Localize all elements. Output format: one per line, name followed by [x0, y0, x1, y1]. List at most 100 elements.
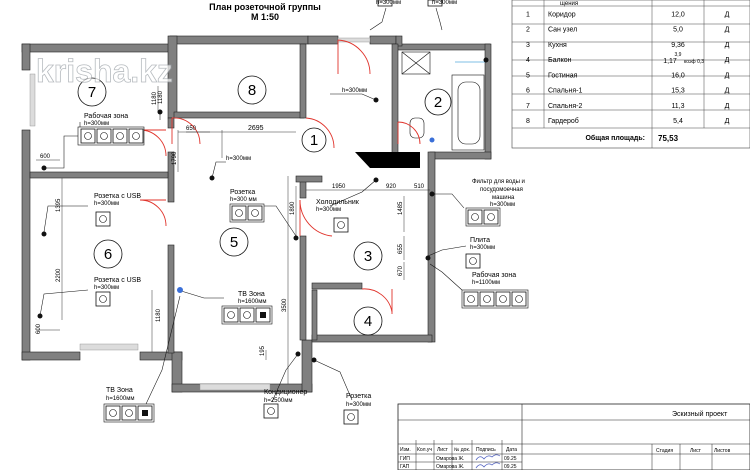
socket-group-workzone-7 — [77, 126, 145, 146]
socket-group-fridge — [333, 217, 349, 233]
table-row-area: 1,17 — [663, 58, 677, 65]
signature-2 — [475, 462, 501, 469]
wall-outlet-markers — [37, 57, 489, 363]
table-total-label: Общая площадь: — [585, 134, 645, 142]
dimension-lines — [36, 86, 430, 384]
dim-1485: 1485 — [398, 201, 404, 215]
dim-1395: 1395 — [56, 198, 62, 212]
table-row-name: Гостиная — [548, 72, 578, 79]
table-row-type: Д — [725, 11, 730, 18]
label-tv-5: ТВ Зона — [238, 291, 265, 298]
socket-group-plate — [465, 253, 481, 269]
dim-510: 510 — [414, 184, 425, 190]
project-name: Эскизный проект — [672, 410, 728, 418]
label-ac: Кондиционер — [264, 389, 307, 396]
windows — [29, 37, 371, 391]
dim-920: 920 — [386, 184, 397, 190]
socket-group-ac — [263, 403, 279, 419]
table-row-num: 6 — [526, 88, 530, 95]
dim-3500: 3500 — [282, 298, 288, 312]
table-row-area: 16,0 — [671, 72, 685, 79]
room-number-1: 1 — [310, 132, 318, 149]
room-number-2: 2 — [434, 94, 442, 111]
label-plate-h: h=300мм — [470, 245, 495, 251]
socket-group-tv-5 — [221, 305, 273, 325]
col-koluch: Кол.уч — [417, 447, 432, 453]
label-socket-5-h: h=300 мм — [230, 197, 257, 203]
row-gip-date: 09.25 — [504, 456, 517, 462]
socket-group-workzone-3 — [461, 289, 529, 309]
dim-1950: 1950 — [332, 184, 346, 190]
label-fridge: Холодильник — [316, 199, 360, 206]
label-socket-bottom-h: h=300мм — [346, 402, 371, 408]
table-row-num: 1 — [526, 11, 530, 18]
room-number-5: 5 — [230, 234, 238, 251]
label-tv-6: ТВ Зона — [106, 387, 133, 394]
col-izm: Изм. — [400, 447, 411, 453]
col-data: Дата — [506, 447, 517, 453]
room-number-3: 3 — [364, 248, 372, 265]
col-list: Лист — [437, 447, 449, 453]
room-numbers: 7 8 1 2 6 5 3 4 — [77, 75, 452, 336]
plan-title: План розеточной группы — [209, 2, 321, 12]
table-row-num: 3 — [526, 42, 530, 49]
table-row-type: Д — [725, 118, 730, 125]
watermark-logo: krisha.kz — [36, 53, 173, 89]
table-row-name: Гардероб — [548, 117, 579, 125]
label-usb-1: Розетка с USB — [94, 193, 141, 200]
room-number-8: 8 — [248, 82, 256, 99]
walls — [21, 35, 492, 393]
room-area-table: щения — [511, 0, 750, 149]
doors — [139, 39, 421, 314]
label-fridge-h: h=300мм — [316, 207, 341, 213]
col-ndoc: № док. — [454, 447, 470, 453]
table-header: щения — [560, 1, 578, 7]
label-socket-bottom: Розетка — [346, 393, 371, 400]
label-socket-5: Розетка — [230, 189, 255, 196]
socket-group-tv-6 — [103, 403, 155, 423]
table-row-area: 9,36 — [671, 42, 685, 49]
table-row-area: 15,3 — [671, 88, 685, 95]
table-row-num: 7 — [526, 103, 530, 110]
row-gap-date: 09.25 — [504, 464, 517, 470]
table-row-type: Д — [725, 103, 730, 110]
table-row-area: 12,0 — [671, 11, 685, 18]
plan-scale: М 1:50 — [251, 12, 279, 22]
dim-2200: 2200 — [56, 268, 62, 282]
label-h300-hall: h=300мм — [226, 156, 251, 162]
row-gap-name: Омарова Ж. — [436, 464, 464, 470]
col-podpis: Подпись — [476, 447, 496, 453]
table-row-num: 4 — [526, 57, 530, 64]
dim-670: 670 — [398, 265, 404, 276]
table-row-area: 11,3 — [671, 103, 684, 110]
socket-group-usb-1 — [95, 211, 111, 227]
dimension-labels: 650 2695 600 1395 2200 600 1180 1790 118… — [36, 90, 425, 356]
label-usb-1-h: h=300мм — [94, 201, 119, 207]
row-gap-role: ГАП — [400, 464, 410, 470]
label-workzone-7-h: h=300мм — [84, 121, 109, 127]
table-row-name: Коридор — [548, 11, 576, 18]
table-row-area-top: 3,9 — [675, 52, 682, 58]
label-h300-top2: h=300мм — [432, 0, 457, 6]
table-row-num: 2 — [526, 27, 530, 34]
socket-blocks — [77, 0, 529, 425]
label-h300-top1: h=300мм — [376, 0, 401, 6]
label-filter-2: посудомоечная — [480, 187, 523, 193]
table-row-num: 5 — [526, 72, 530, 79]
dim-600b: 600 — [36, 323, 42, 334]
table-row-area: 5,4 — [673, 118, 683, 125]
socket-group-bottom — [343, 409, 359, 425]
dim-1180b: 1180 — [156, 308, 162, 322]
label-workzone-3: Рабочая зона — [472, 271, 516, 279]
table-row-area-note: коэф 0,3 — [684, 59, 704, 65]
signature-1 — [475, 454, 501, 461]
table-row-name: Балкон — [548, 57, 572, 64]
label-h300-corr: h=300мм — [342, 88, 367, 94]
dim-1180c: 1180 — [158, 90, 164, 104]
dim-195: 195 — [260, 345, 266, 356]
table-row-name: Кухня — [548, 42, 567, 49]
table-row-type: Д — [725, 72, 730, 79]
